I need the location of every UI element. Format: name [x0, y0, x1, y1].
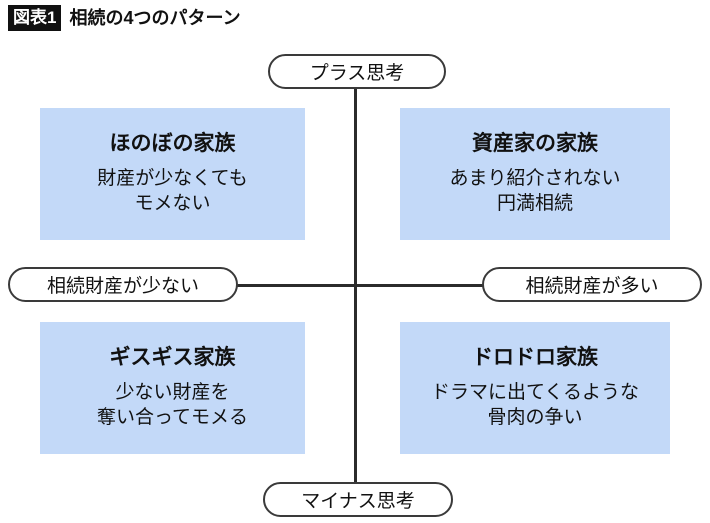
axis-label-positive-thinking: プラス思考	[268, 54, 446, 89]
horizontal-axis-line	[237, 284, 483, 287]
quadrant-top-left-description: 財産が少なくても モメない	[97, 168, 248, 214]
quadrant-top-right: 資産家の家族 あまり紹介されない 円満相続	[400, 108, 670, 240]
quadrant-bottom-left-description: 少ない財産を 奪い合ってモメる	[96, 382, 249, 428]
quadrant-top-right-description: あまり紹介されない 円満相続	[449, 168, 621, 214]
axis-label-few-assets: 相続財産が少ない	[8, 267, 238, 302]
page-title: 図表1 相続の4つのパターン	[8, 5, 241, 31]
axis-label-many-assets: 相続財産が多い	[482, 267, 702, 302]
figure-number-badge: 図表1	[8, 5, 62, 31]
axis-label-negative-thinking: マイナス思考	[263, 482, 453, 517]
quadrant-top-right-title: 資産家の家族	[472, 132, 598, 156]
quadrant-top-left-title: ほのぼの家族	[109, 132, 236, 156]
quadrant-bottom-right: ドロドロ家族 ドラマに出てくるような 骨肉の争い	[400, 322, 670, 454]
quadrant-bottom-right-title: ドロドロ家族	[472, 346, 598, 370]
quadrant-bottom-left: ギスギス家族 少ない財産を 奪い合ってモメる	[40, 322, 305, 454]
quadrant-bottom-left-title: ギスギス家族	[109, 346, 236, 370]
quadrant-bottom-right-description: ドラマに出てくるような 骨肉の争い	[430, 382, 640, 428]
figure-title-text: 相続の4つのパターン	[69, 8, 241, 28]
quadrant-top-left: ほのぼの家族 財産が少なくても モメない	[40, 108, 305, 240]
